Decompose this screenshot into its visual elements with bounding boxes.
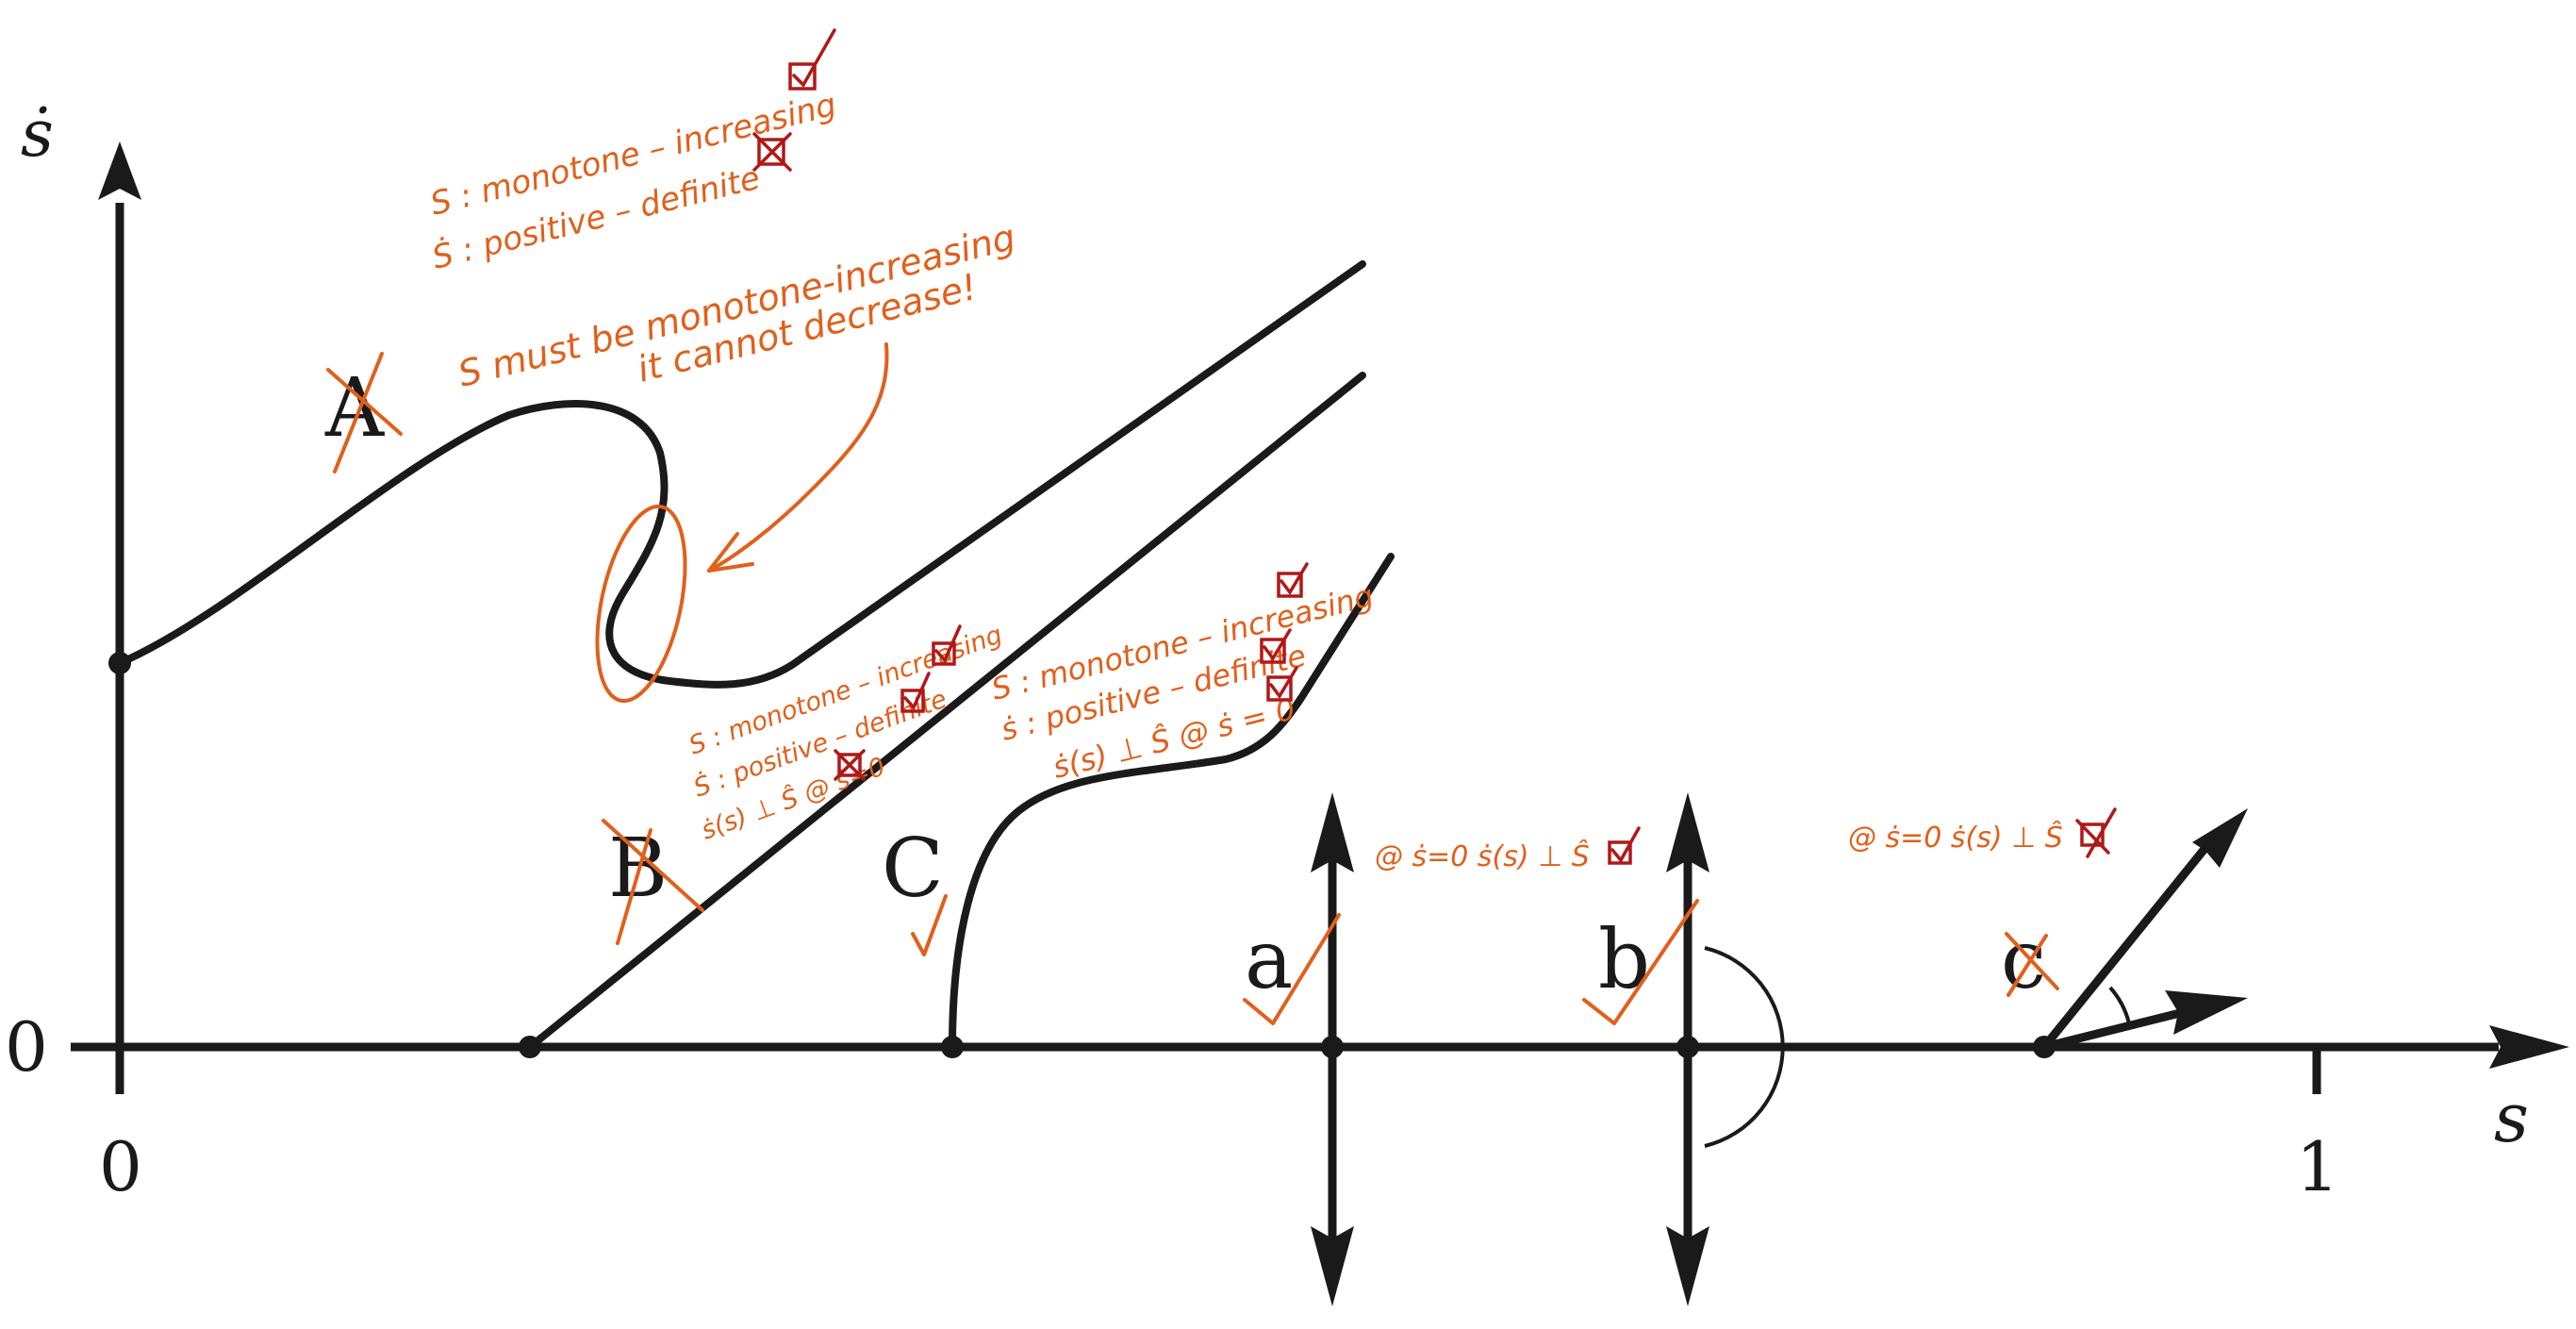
vector-b-label: b	[1598, 913, 1650, 1007]
highlight-circle-icon	[595, 504, 687, 704]
tick-c-line1-icon	[1280, 562, 1309, 596]
check-b-icon	[1582, 899, 1699, 1025]
vector-b-up-arrowhead	[1666, 792, 1709, 872]
checkbox-a-line2-icon	[757, 138, 785, 166]
tick-a-line1-icon	[792, 28, 836, 88]
curve-b-start-point	[519, 1036, 541, 1058]
cross-a-icon	[326, 352, 403, 473]
y-tick-zero: 0	[5, 1007, 48, 1087]
tick-b-line2-icon	[903, 672, 931, 711]
curve-b-path	[526, 372, 1366, 1051]
checkbox-b-line3-icon	[837, 753, 862, 777]
cross-b-icon	[602, 819, 704, 945]
check-boxes	[752, 28, 2117, 865]
check-c-icon	[911, 894, 948, 956]
vector-b-down-arrowhead	[1666, 1226, 1709, 1306]
checkbox-b-line2-icon	[900, 689, 925, 713]
vectors	[1311, 792, 2248, 1306]
curve-a-start-point	[108, 652, 131, 674]
tick-c-line3-icon	[1269, 666, 1298, 700]
vector-c-angle-arc	[2108, 986, 2131, 1024]
checkbox-b-line1-icon	[932, 641, 956, 666]
vector-a-down-arrowhead	[1311, 1226, 1354, 1306]
tick-vector-a-icon	[1610, 826, 1641, 864]
x-axis-arrowhead	[2489, 1025, 2569, 1069]
checkbox-a-line1-icon	[788, 62, 817, 91]
vector-c-shallow-arrowhead	[2165, 990, 2248, 1035]
curve-c-label: C	[882, 822, 944, 916]
tick-c-line2-icon	[1263, 628, 1292, 662]
axes: ṡ s 0 0 1	[5, 97, 2569, 1206]
cross-vector-c-icon	[2075, 807, 2117, 858]
x-tick-zero: 0	[99, 1127, 142, 1206]
marks	[326, 342, 2059, 1025]
tick-b-line1-icon	[934, 624, 962, 664]
vector-a-label: a	[1245, 913, 1293, 1007]
annotation-vector-a-note: @ ṡ=0 ṡ(s) ⊥ Ŝ	[1375, 839, 1590, 873]
curve-c-start-point	[941, 1036, 964, 1058]
vector-b-angle-arc	[1704, 946, 1785, 1148]
comment-arrowhead-icon	[707, 532, 754, 573]
x-tick-one: 1	[2296, 1127, 2339, 1206]
points	[108, 652, 2056, 1058]
y-axis-label: ṡ	[21, 97, 54, 172]
vector-c-steep-arrowhead	[2192, 808, 2248, 868]
cross-a-line2-icon	[752, 132, 792, 172]
checkbox-c-line2-icon	[1260, 638, 1286, 664]
check-a-icon	[1243, 913, 1341, 1025]
comment-arrow-icon	[707, 342, 889, 573]
cross-c-icon	[2005, 932, 2059, 997]
cross-b-line3-icon	[834, 749, 866, 781]
x-axis-label: s	[2494, 1078, 2529, 1157]
vector-c-steep-shaft	[2040, 846, 2208, 1050]
curves	[116, 260, 1395, 1051]
vector-c-shallow-shaft	[2042, 1006, 2189, 1052]
checkbox-c-line1-icon	[1277, 572, 1303, 598]
curve-a-path	[116, 260, 1366, 689]
vector-a-up-arrowhead	[1311, 792, 1354, 872]
y-axis-arrowhead	[98, 141, 141, 200]
checkbox-c-line3-icon	[1266, 675, 1293, 702]
curve-c-path	[949, 553, 1395, 1051]
checkbox-vector-a-icon	[1608, 840, 1632, 865]
annotation-vector-c-note: @ ṡ=0 ṡ(s) ⊥ Ŝ	[1848, 820, 2063, 855]
